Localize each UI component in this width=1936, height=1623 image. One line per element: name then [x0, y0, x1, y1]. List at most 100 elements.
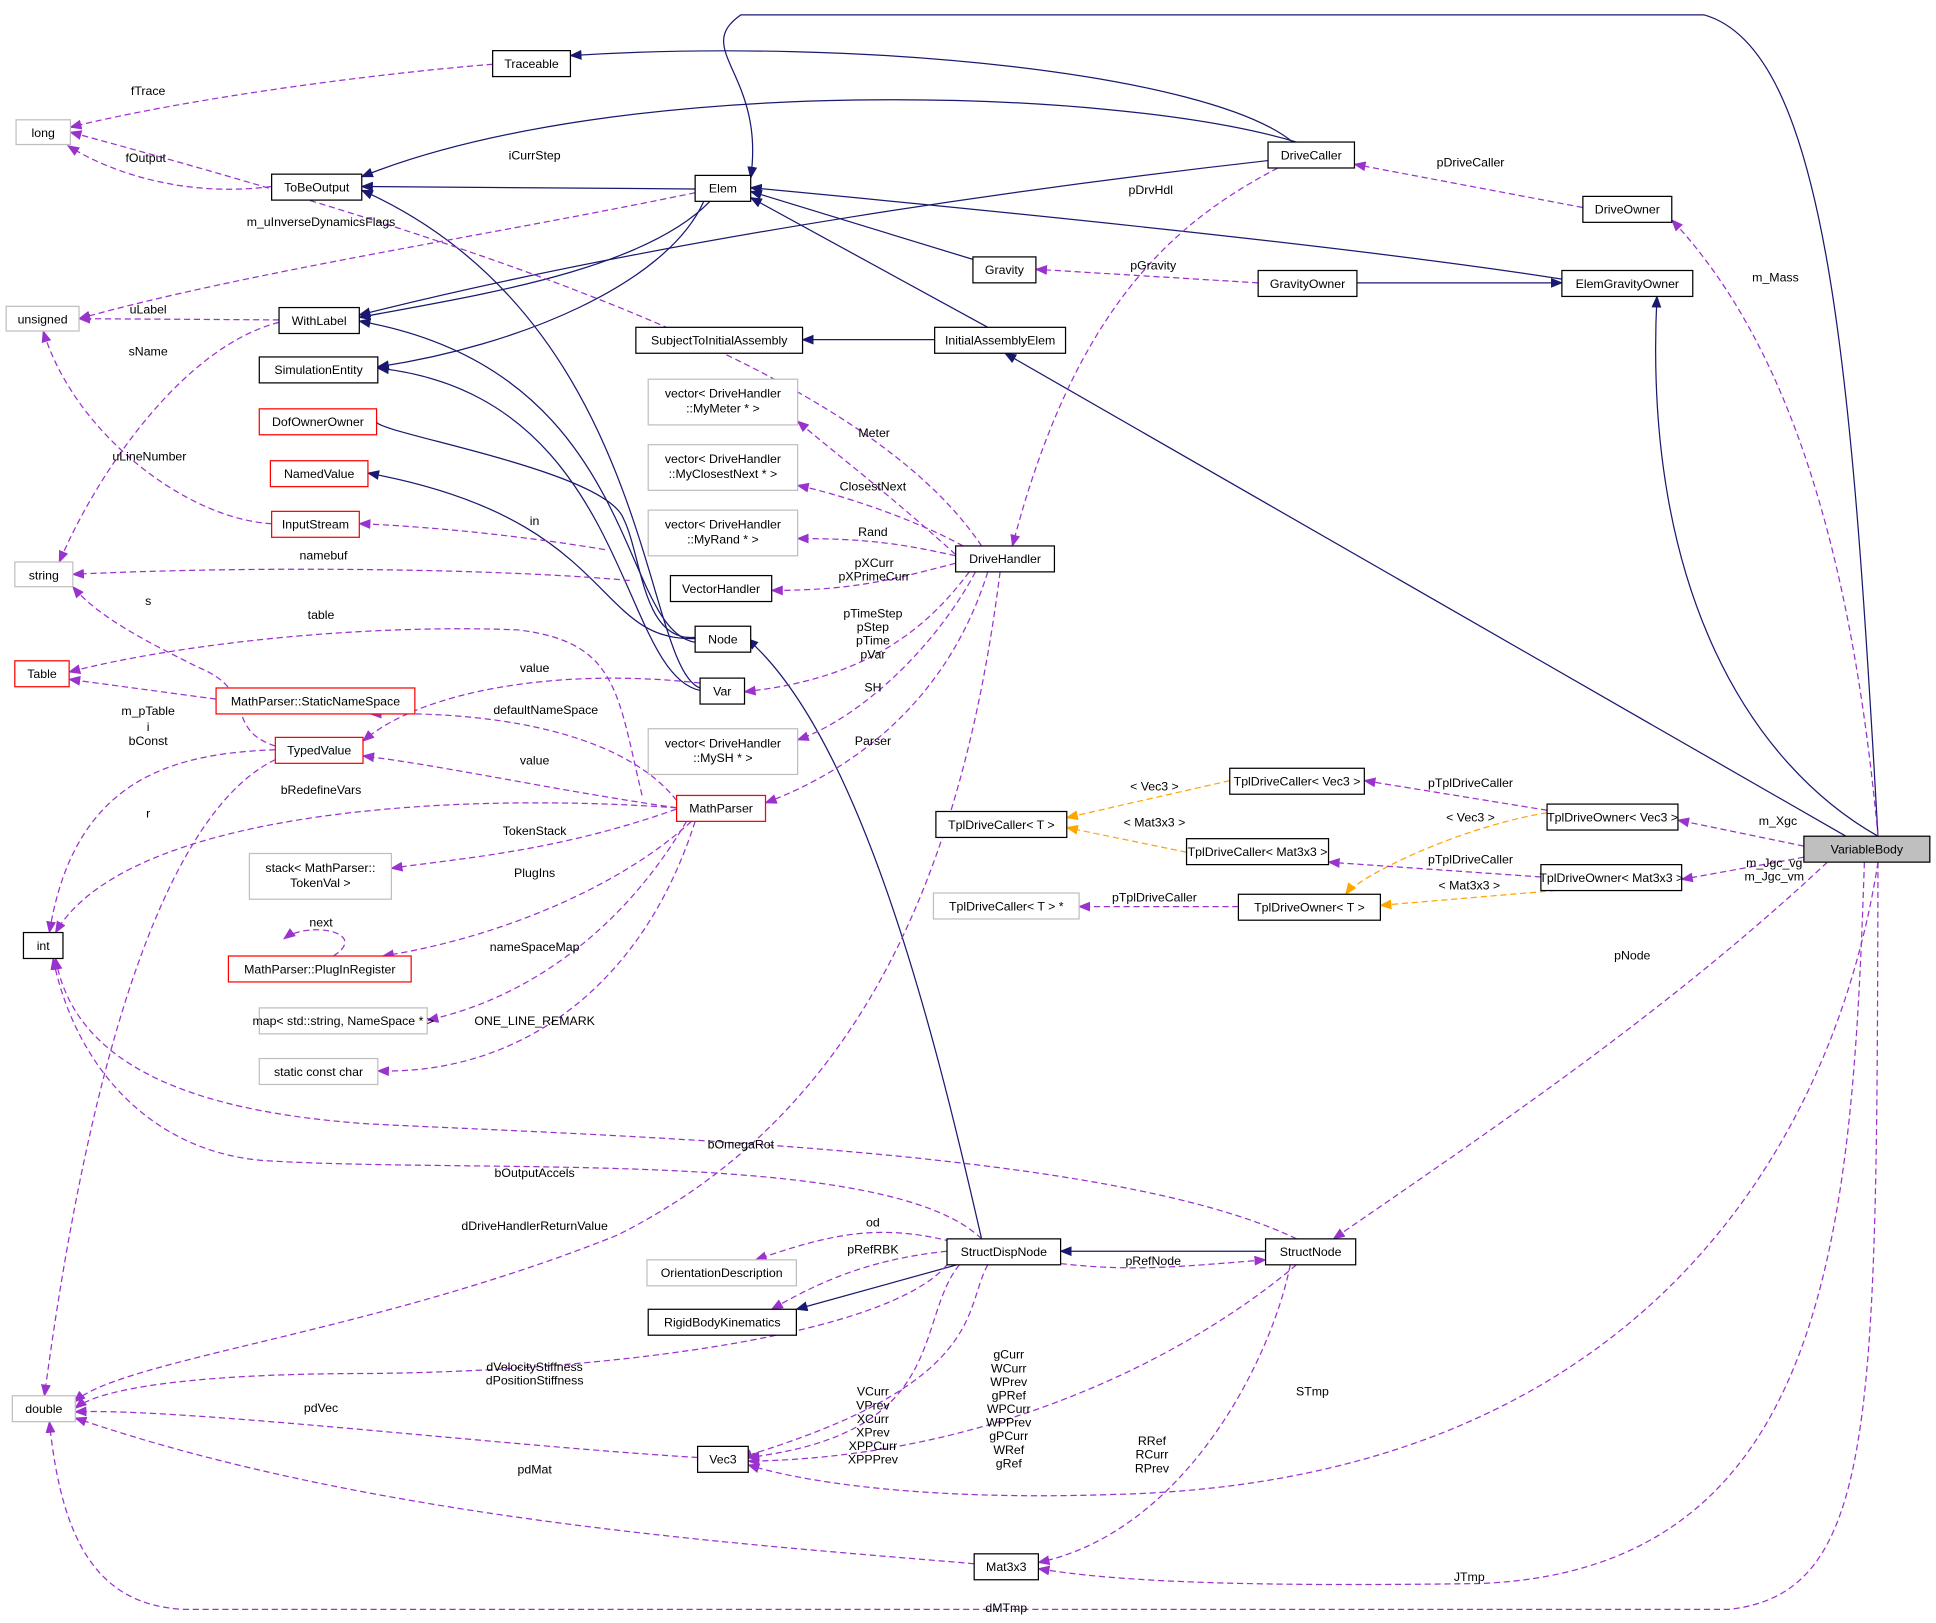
node-node[interactable]: Node — [694, 625, 752, 653]
node-vec-closest[interactable]: vector< DriveHandler::MyClosestNext * > — [647, 444, 799, 491]
node-string[interactable]: string — [14, 561, 74, 588]
node-box[interactable] — [22, 931, 64, 960]
node-box[interactable] — [696, 1445, 749, 1473]
node-box[interactable] — [258, 408, 378, 436]
node-vec-sh[interactable]: vector< DriveHandler::MySH * > — [647, 728, 799, 776]
node-box[interactable] — [669, 574, 773, 603]
node-rigid-body-kinematics[interactable]: RigidBodyKinematics — [647, 1308, 797, 1336]
node-box[interactable] — [694, 174, 752, 202]
node-tpl-drive-owner-t[interactable]: TplDriveOwner< T > — [1237, 893, 1382, 921]
node-unsigned[interactable]: unsigned — [5, 305, 80, 332]
node-orientation-description[interactable]: OrientationDescription — [646, 1259, 797, 1287]
node-tpl-drive-caller-vec3[interactable]: TplDriveCaller< Vec3 > — [1229, 767, 1365, 795]
node-staticconstchar[interactable]: static const char — [258, 1057, 379, 1086]
node-gravity-owner[interactable]: GravityOwner — [1257, 269, 1358, 298]
node-box[interactable] — [635, 326, 804, 354]
node-long[interactable]: long — [15, 119, 71, 146]
node-static-name-space[interactable]: MathParser::StaticNameSpace — [215, 687, 416, 715]
node-box[interactable] — [1540, 863, 1683, 892]
node-to-be-output[interactable]: ToBeOutput — [271, 173, 363, 201]
node-tpl-drive-owner-vec3[interactable]: TplDriveOwner< Vec3 > — [1546, 803, 1679, 831]
node-traceable[interactable]: Traceable — [492, 50, 572, 78]
node-box[interactable] — [699, 677, 746, 705]
node-box[interactable] — [675, 794, 767, 822]
node-drive-handler[interactable]: DriveHandler — [955, 545, 1056, 573]
node-dof-owner-owner[interactable]: DofOwnerOwner — [258, 408, 378, 436]
node-box[interactable] — [647, 378, 799, 426]
node-box[interactable] — [1264, 1238, 1357, 1266]
node-vec-rand[interactable]: vector< DriveHandler::MyRand * > — [647, 509, 799, 557]
node-box[interactable] — [14, 660, 70, 688]
node-box[interactable] — [11, 1395, 76, 1423]
node-named-value[interactable]: NamedValue — [269, 460, 369, 488]
node-box[interactable] — [15, 119, 71, 146]
node-box[interactable] — [227, 955, 412, 983]
node-elem-gravity-owner[interactable]: ElemGravityOwner — [1561, 269, 1694, 298]
node-drive-caller[interactable]: DriveCaller — [1267, 141, 1356, 169]
node-tpl-drive-caller-mat[interactable]: TplDriveCaller< Mat3x3 > — [1185, 838, 1330, 866]
node-box[interactable] — [1803, 835, 1931, 863]
node-box[interactable] — [1257, 269, 1358, 298]
node-box[interactable] — [5, 305, 80, 332]
node-var[interactable]: Var — [699, 677, 746, 705]
node-box[interactable] — [14, 561, 74, 588]
node-box[interactable] — [647, 509, 799, 557]
node-box[interactable] — [1561, 269, 1694, 298]
node-box[interactable] — [935, 810, 1068, 839]
node-input-stream[interactable]: InputStream — [271, 510, 360, 538]
node-box[interactable] — [973, 1553, 1039, 1581]
node-table[interactable]: Table — [14, 660, 70, 688]
node-typed-value[interactable]: TypedValue — [274, 736, 364, 764]
node-box[interactable] — [258, 356, 379, 384]
node-tpl-drive-owner-mat[interactable]: TplDriveOwner< Mat3x3 > — [1539, 863, 1683, 892]
node-box[interactable] — [647, 1308, 797, 1336]
node-box[interactable] — [1237, 893, 1382, 921]
node-stack[interactable]: stack< MathParser::TokenVal > — [248, 852, 393, 900]
node-initial-assembly-elem[interactable]: InitialAssemblyElem — [934, 326, 1067, 354]
node-box[interactable] — [258, 1007, 428, 1035]
node-tpl-drive-caller-tptr[interactable]: TplDriveCaller< T > * — [932, 892, 1080, 920]
node-vec3[interactable]: Vec3 — [696, 1445, 749, 1473]
node-box[interactable] — [934, 326, 1067, 354]
node-box[interactable] — [972, 256, 1037, 284]
node-double[interactable]: double — [11, 1395, 76, 1423]
node-box[interactable] — [271, 173, 363, 201]
node-box[interactable] — [492, 50, 572, 78]
node-box[interactable] — [258, 1057, 379, 1086]
node-vector-handler[interactable]: VectorHandler — [669, 574, 773, 603]
node-gravity[interactable]: Gravity — [972, 256, 1037, 284]
node-with-label[interactable]: WithLabel — [278, 306, 360, 335]
node-map[interactable]: map< std::string, NameSpace * > — [252, 1007, 434, 1035]
node-box[interactable] — [271, 510, 360, 538]
node-box[interactable] — [1267, 141, 1356, 169]
node-box[interactable] — [274, 736, 364, 764]
node-box[interactable] — [278, 306, 360, 335]
node-box[interactable] — [1582, 195, 1673, 223]
node-struct-disp-node[interactable]: StructDispNode — [946, 1238, 1062, 1266]
node-box[interactable] — [646, 1259, 797, 1287]
node-simulation-entity[interactable]: SimulationEntity — [258, 356, 379, 384]
node-box[interactable] — [647, 444, 799, 491]
node-variable-body[interactable]: VariableBody — [1803, 835, 1931, 863]
node-drive-owner[interactable]: DriveOwner — [1582, 195, 1673, 223]
node-box[interactable] — [647, 728, 799, 776]
node-box[interactable] — [955, 545, 1056, 573]
node-struct-node[interactable]: StructNode — [1264, 1238, 1357, 1266]
node-box[interactable] — [1546, 803, 1679, 831]
node-elem[interactable]: Elem — [694, 174, 752, 202]
node-tpl-drive-caller-t[interactable]: TplDriveCaller< T > — [935, 810, 1068, 839]
node-box[interactable] — [932, 892, 1080, 920]
node-int[interactable]: int — [22, 931, 64, 960]
node-box[interactable] — [946, 1238, 1062, 1266]
node-box[interactable] — [215, 687, 416, 715]
node-subject-to-initial-assembly[interactable]: SubjectToInitialAssembly — [635, 326, 804, 354]
node-box[interactable] — [248, 852, 393, 900]
node-box[interactable] — [1229, 767, 1365, 795]
node-box[interactable] — [694, 625, 752, 653]
node-mat3x3[interactable]: Mat3x3 — [973, 1553, 1039, 1581]
node-vec-meter[interactable]: vector< DriveHandler::MyMeter * > — [647, 378, 799, 426]
node-box[interactable] — [1185, 838, 1330, 866]
node-box[interactable] — [269, 460, 369, 488]
node-math-parser[interactable]: MathParser — [675, 794, 767, 822]
node-plug-in-register[interactable]: MathParser::PlugInRegister — [227, 955, 412, 983]
